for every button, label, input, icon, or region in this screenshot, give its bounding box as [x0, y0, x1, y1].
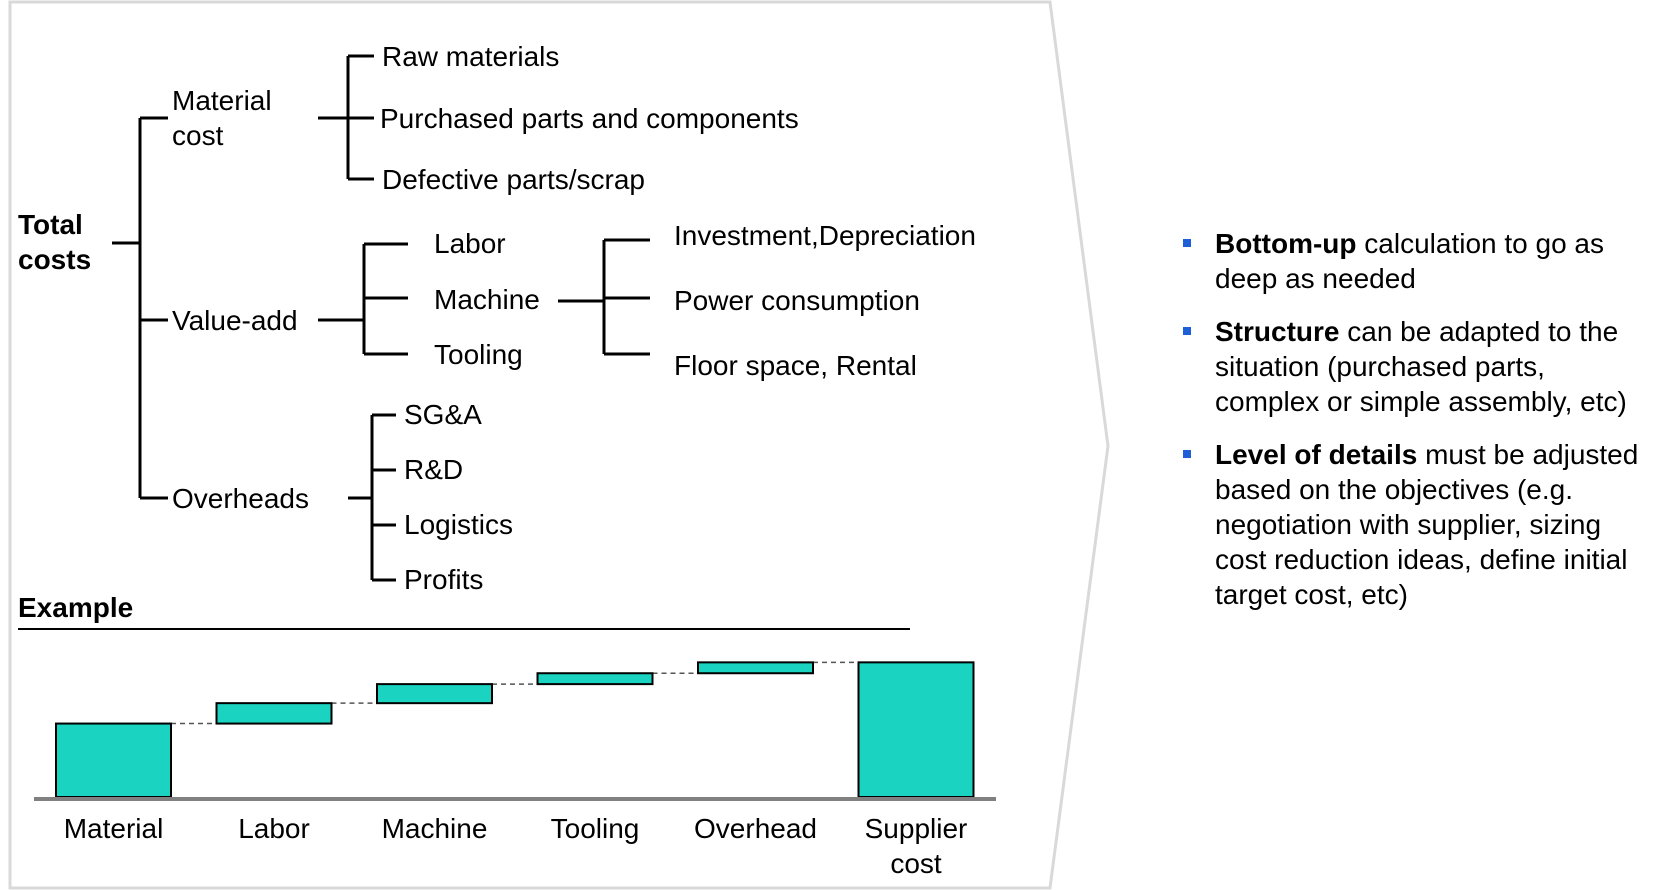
waterfall-bar-overhead [697, 661, 814, 675]
bullet-square-icon [1183, 239, 1191, 247]
waterfall-category-label: Tooling [551, 813, 640, 844]
overhead-item: Profits [404, 564, 483, 595]
machine-item: Power consumption [674, 285, 920, 316]
material-item: Purchased parts and components [380, 103, 799, 134]
waterfall-bar-material [55, 722, 172, 798]
machine-item: Floor space, Rental [674, 350, 917, 381]
example-heading: Example [18, 592, 133, 623]
waterfall-bar-supplier-cost [857, 661, 975, 798]
bullet-item: Bottom-up calculation to go as deep as n… [1183, 226, 1653, 296]
bullet-text: calculation to go as deep as needed [1215, 228, 1605, 294]
material-item: Raw materials [382, 41, 559, 72]
overheads-label: Overheads [172, 483, 309, 514]
bullet-text: can be adapted to the situation (purchas… [1215, 316, 1627, 417]
waterfall-bar-labor [215, 702, 333, 725]
bullet-bold: Structure [1215, 316, 1340, 347]
value-add-item: Labor [434, 228, 506, 259]
bullet-item: Structure can be adapted to the situatio… [1183, 314, 1653, 419]
waterfall-category-label: Labor [238, 813, 310, 844]
bullet-bold: Bottom-up [1215, 228, 1357, 259]
chevron-frame [8, 0, 1110, 890]
bullet-bold: Level of details [1215, 439, 1418, 470]
overhead-item: R&D [404, 454, 463, 485]
value-add-item: Machine [434, 284, 540, 315]
waterfall-category-label: Machine [382, 813, 488, 844]
bullet-item: Level of details must be adjusted based … [1183, 437, 1653, 612]
waterfall-bar-machine [376, 683, 493, 705]
material-item: Defective parts/scrap [382, 164, 645, 195]
value-add-item: Tooling [434, 339, 523, 370]
bullet-square-icon [1183, 327, 1191, 335]
bullet-text: must be adjusted based on the objectives… [1215, 439, 1639, 610]
overhead-item: Logistics [404, 509, 513, 540]
waterfall-chart: Material Labor Machine Tooling Overhead Suppl… [34, 661, 996, 879]
overhead-item: SG&A [404, 399, 482, 430]
waterfall-category-label: Material [64, 813, 164, 844]
value-add-label: Value-add [172, 305, 298, 336]
bullet-square-icon [1183, 450, 1191, 458]
waterfall-category-label: Overhead [694, 813, 817, 844]
machine-item: Investment,Depreciation [674, 220, 976, 251]
tree-connectors [112, 54, 650, 582]
waterfall-bar-tooling [536, 672, 654, 686]
key-points-list: Bottom-up calculation to go as deep as n… [1183, 226, 1653, 630]
